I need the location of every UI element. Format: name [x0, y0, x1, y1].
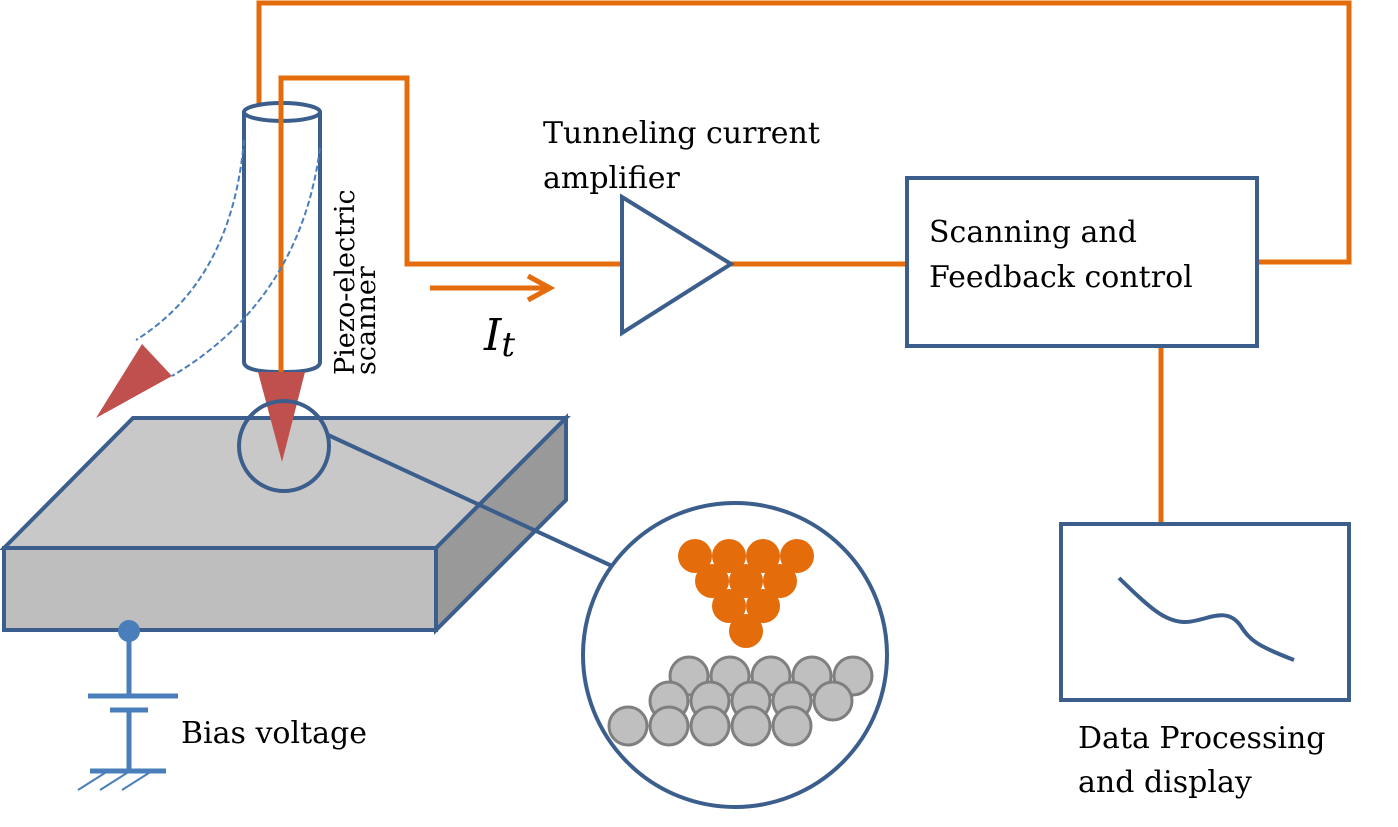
ground-hatch-1: [77, 770, 109, 791]
tip-atom: [678, 539, 712, 573]
feedback-label-line2: Feedback control: [929, 260, 1193, 295]
current-symbol-I: I: [483, 310, 503, 361]
tip-atom: [712, 589, 746, 623]
feedback-label-line1: Scanning and: [929, 215, 1137, 250]
display-box: [1059, 522, 1351, 702]
display-label-line2: and display: [1078, 765, 1252, 800]
current-symbol: It: [483, 310, 515, 365]
piezo-label-line1: Piezo-electric: [330, 189, 361, 375]
amplifier-label-line1: Tunneling current: [543, 116, 820, 151]
scanner-bend-guide-left: [135, 139, 245, 341]
surface-atom: [812, 680, 854, 722]
piezo-scanner: [135, 78, 322, 377]
tip-atom: [695, 564, 729, 598]
current-symbol-subscript: t: [501, 325, 515, 365]
surface-atom: [771, 705, 813, 747]
piezo-label-line2: scanner: [351, 266, 382, 375]
tip-atom: [746, 539, 780, 573]
amplifier-label-line2: amplifier: [543, 161, 680, 196]
bias-voltage-label: Bias voltage: [181, 716, 367, 751]
display-trace: [1117, 576, 1295, 662]
ground-hatch-3: [121, 770, 153, 791]
tip-atom: [746, 589, 780, 623]
magnifier-focus-circle: [237, 399, 331, 493]
tip-atom: [712, 539, 746, 573]
tip: [258, 372, 305, 462]
surface-atom: [689, 705, 731, 747]
tip-atoms: [678, 539, 814, 648]
tip-atom: [729, 614, 763, 648]
tip-atom: [729, 564, 763, 598]
tip-atom: [763, 564, 797, 598]
magnifier-connector-line: [327, 433, 613, 568]
bias-circuit: [77, 620, 178, 791]
ground-hatch-2: [99, 770, 131, 791]
surface-atoms: [607, 655, 874, 747]
sample-front-face: [2, 546, 438, 632]
deflected-tip: [96, 344, 172, 418]
amplifier-symbol: [620, 193, 735, 337]
current-arrow-head: [526, 273, 556, 303]
sample-block: [0, 413, 571, 635]
tip-atom: [780, 539, 814, 573]
surface-atom: [730, 705, 772, 747]
feedback-loop-wire: [256, 0, 1352, 265]
display-label-line1: Data Processing: [1078, 721, 1325, 756]
surface-atom: [648, 705, 690, 747]
scanner-bend-guide-right: [171, 147, 321, 377]
feedback-control-box: [905, 176, 1259, 348]
surface-atom: [607, 705, 649, 747]
